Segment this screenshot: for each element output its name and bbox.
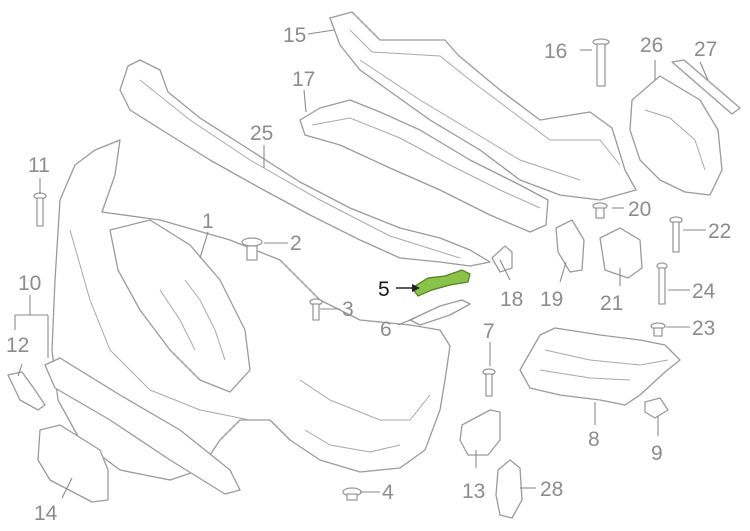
fastener-16-bolt [592, 38, 610, 87]
callout-24: 24 [692, 280, 716, 303]
part-17-crash-bar [299, 99, 549, 233]
callout-1: 1 [202, 210, 214, 233]
part-6-bracket [409, 299, 471, 326]
part-9-clip [644, 397, 669, 419]
callout-13: 13 [462, 480, 485, 503]
fastener-22-bolt [669, 216, 683, 253]
callout-20: 20 [628, 198, 651, 221]
callout-10: 10 [18, 272, 41, 295]
callout-27: 27 [694, 38, 717, 61]
callout-2: 2 [290, 232, 302, 255]
part-5-highlighted-bracket [411, 269, 471, 297]
callout-22: 22 [708, 220, 731, 243]
part-27-trim-strip [671, 59, 741, 115]
part-26-radar-bracket [629, 75, 723, 196]
part-13-fog-bracket [459, 409, 501, 456]
part-12-side-trim [7, 371, 46, 411]
fastener-24-bolt [656, 262, 668, 305]
fastener-11-bolt [33, 192, 47, 227]
callout-25: 25 [250, 122, 273, 145]
callout-19: 19 [540, 288, 563, 311]
part-10-lower-trim [44, 357, 241, 495]
part-28-trim [495, 459, 523, 519]
callout-16: 16 [544, 40, 567, 63]
callout-11: 11 [28, 154, 50, 177]
fastener-4-nut [342, 487, 362, 501]
part-1-bumper-cover [51, 139, 451, 481]
callout-3: 3 [342, 298, 354, 321]
callout-labels: 1 2 3 4 5 6 7 8 9 10 11 12 13 14 15 16 1… [6, 24, 731, 525]
callout-26: 26 [640, 34, 663, 57]
callout-6: 6 [380, 318, 392, 341]
callout-9: 9 [651, 442, 663, 465]
fastener-2-screw [241, 237, 263, 261]
callout-18: 18 [500, 288, 523, 311]
callout-23: 23 [692, 317, 715, 340]
part-19-bracket [555, 219, 585, 273]
callout-15: 15 [283, 24, 306, 47]
callout-7: 7 [483, 320, 495, 343]
fastener-20-screw [592, 202, 608, 219]
part-21-bracket [599, 227, 643, 279]
leader-lines [14, 29, 709, 499]
callout-4: 4 [382, 481, 394, 504]
part-25-upper-support [119, 59, 491, 267]
callout-17: 17 [292, 68, 315, 91]
callout-14: 14 [34, 502, 58, 525]
callout-8: 8 [588, 428, 600, 451]
part-15-carrier-beam [329, 11, 637, 201]
fastener-7-screw [482, 368, 496, 397]
callout-12: 12 [6, 334, 29, 357]
fastener-23-screw [650, 322, 666, 337]
callout-5: 5 [378, 278, 390, 301]
part-14-plate-base [37, 424, 109, 503]
callout-21: 21 [600, 292, 623, 315]
part-8-side-bracket [519, 327, 681, 406]
part-18-clip [491, 245, 513, 273]
fastener-3-screw [309, 298, 323, 321]
callout-28: 28 [540, 478, 563, 501]
part-1-grille [109, 219, 251, 393]
